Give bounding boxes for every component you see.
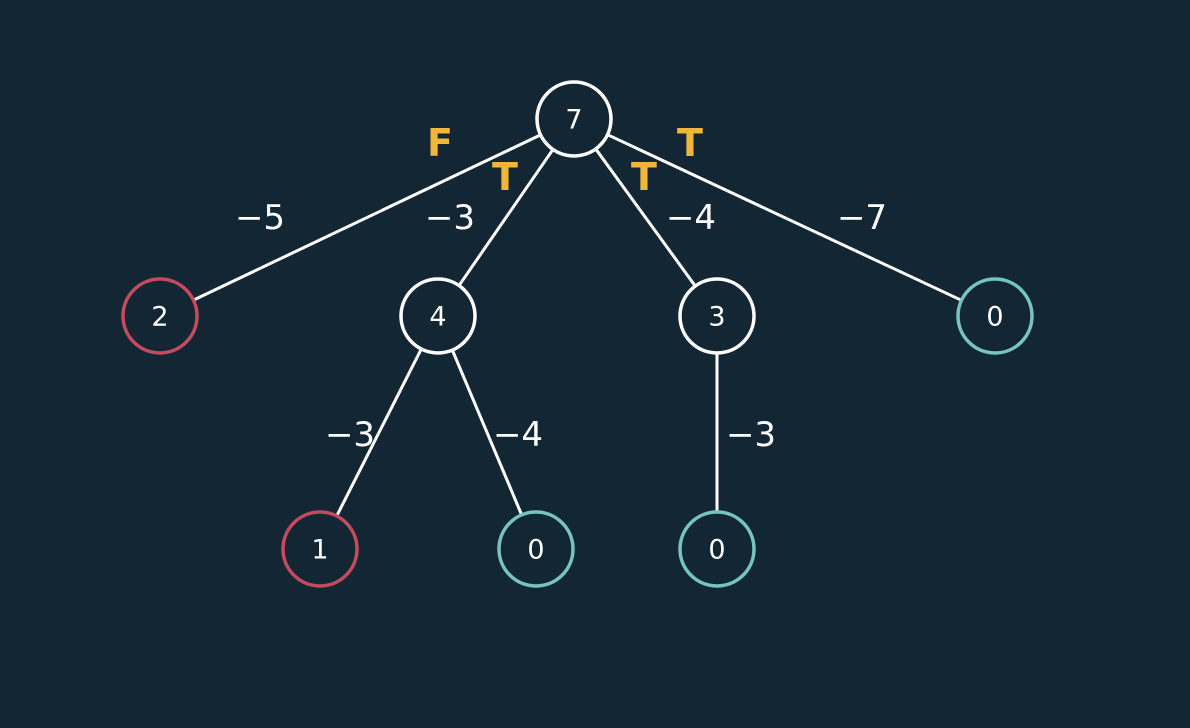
edge-labels-layer: −5F−3T−4T−7T−3−4−3 [235, 121, 887, 455]
edge-weight-label-e7-4: −3 [425, 198, 475, 238]
tree-node-n0a: 0 [956, 277, 1034, 355]
edge-weight-label-e7-0: −7 [837, 198, 887, 238]
tree-node-n7: 7 [535, 80, 613, 158]
tree-node-n3: 3 [678, 277, 756, 355]
edge-e4-1 [335, 347, 423, 518]
edge-flag-e7-0: T [677, 121, 703, 165]
node-circle [121, 277, 199, 355]
edge-e7-0 [606, 133, 963, 302]
edge-weight-label-e4-0: −4 [493, 415, 543, 455]
node-value: 0 [986, 302, 1003, 333]
node-value: 1 [311, 535, 328, 566]
nodes-layer: 7 2 4 3 0 1 0 0 [121, 80, 1034, 588]
edge-weight-label-e4-1: −3 [325, 415, 375, 455]
node-circle [535, 80, 613, 158]
node-circle [399, 277, 477, 355]
node-value: 3 [708, 302, 725, 333]
edge-weight-label-e7-2: −5 [235, 198, 285, 238]
tree-node-n1: 1 [281, 510, 359, 588]
edges-layer [191, 133, 963, 518]
edge-flag-e7-4: T [492, 155, 518, 199]
node-value: 4 [429, 302, 446, 333]
node-value: 7 [565, 105, 582, 136]
edge-weight-label-e7-3: −4 [666, 198, 716, 238]
node-value: 2 [151, 302, 168, 333]
node-circle [956, 277, 1034, 355]
tree-node-n0b: 0 [497, 510, 575, 588]
node-value: 0 [527, 535, 544, 566]
node-value: 0 [708, 535, 725, 566]
node-circle [497, 510, 575, 588]
edge-e7-3 [594, 147, 697, 288]
edge-flag-e7-2: F [427, 121, 453, 165]
tree-node-n2: 2 [121, 277, 199, 355]
tree-node-n4: 4 [399, 277, 477, 355]
edge-e7-2 [191, 133, 543, 302]
edge-flag-e7-3: T [631, 155, 657, 199]
node-circle [678, 510, 756, 588]
node-circle [678, 277, 756, 355]
edge-weight-label-e3-0: −3 [726, 415, 776, 455]
node-circle [281, 510, 359, 588]
edge-e4-0 [450, 348, 524, 517]
tree-node-n0c: 0 [678, 510, 756, 588]
edge-e7-4 [457, 147, 555, 288]
